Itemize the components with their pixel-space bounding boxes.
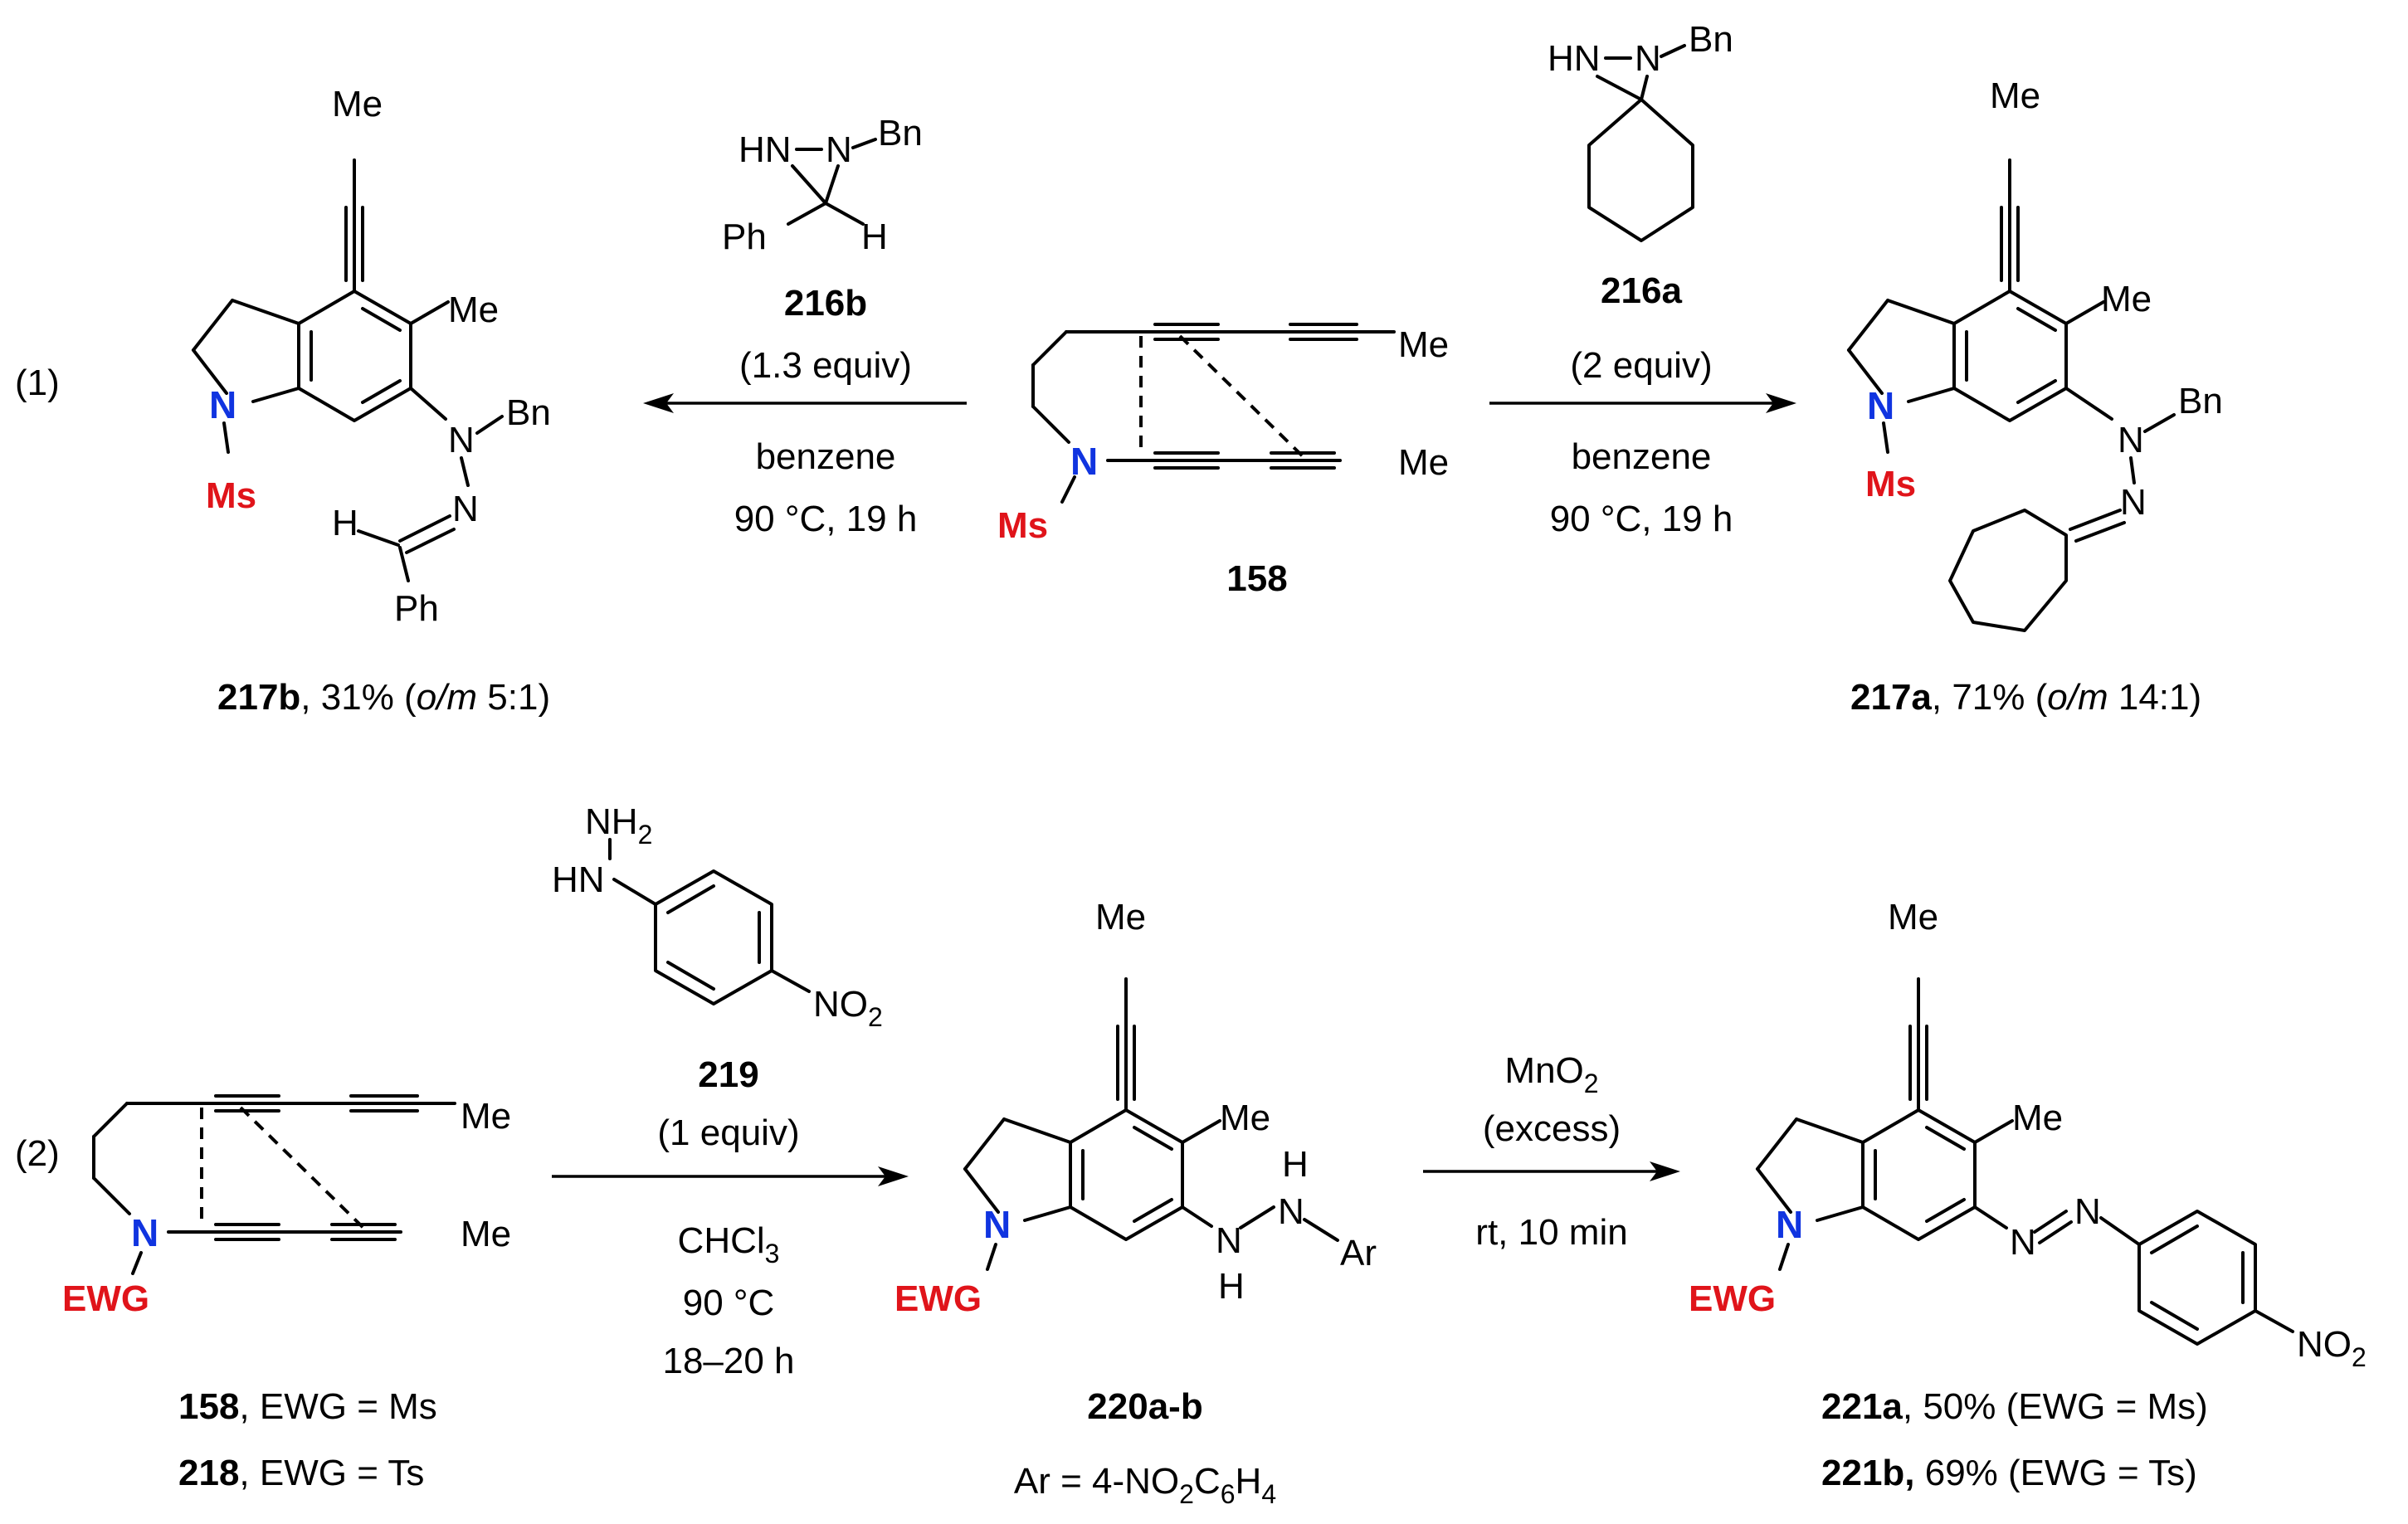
structure-158-218: N Me Me EWG [62,1094,511,1319]
methyl-label: Me [1095,897,1146,937]
ewg-group: EWG [1689,1278,1776,1319]
indoline-nitrogen: N [1867,384,1894,427]
methyl-label: Me [448,290,499,330]
step3-amount: (excess) [1483,1108,1621,1149]
aziridine-nitrogen: N [826,129,852,170]
right-solvent: benzene [1572,436,1712,477]
ewg-group: EWG [894,1278,982,1319]
phenyl-label: Ph [394,588,439,629]
structure-219: NH2 HN NO2 [552,801,883,1032]
equation-2-label: (2) [15,1133,60,1174]
reaction-arrow-right [1489,393,1796,413]
methyl-label: Me [1398,442,1449,483]
indoline-nitrogen: N [983,1203,1011,1246]
benzyl-label: Bn [1689,19,1733,60]
methyl-label: Me [1398,324,1449,365]
reaction-arrow-left [643,393,967,413]
hydrogen-label: H [332,503,358,543]
structure-217a: Me Me N Ms N Bn N [1847,75,2223,632]
hydrazine-nitrogen: N [1216,1220,1242,1261]
nitro-label: NO2 [813,984,883,1032]
product-221a-line: 221a, 50% (EWG = Ms) [1821,1386,2208,1427]
hydrogen-label: H [1218,1266,1245,1307]
methyl-label: Me [1220,1098,1270,1138]
benzyl-label: Bn [878,113,923,153]
reagent-216a-equiv: (2 equiv) [1570,345,1712,386]
reagent-216a-id: 216a [1601,270,1682,311]
structure-220: Me Me N EWG N H N H Ar [894,897,1377,1319]
hydrazone-nitrogen: N [2118,420,2144,460]
right-conditions: 90 °C, 19 h [1550,499,1733,539]
product-221b-line: 221b, 69% (EWG = Ts) [1821,1453,2197,1493]
structure-216b: HN N Bn Ph H [722,113,923,257]
azo-nitrogen: N [2010,1222,2036,1263]
indoline-nitrogen: N [131,1211,158,1254]
hydrazine-nh: HN [552,859,605,900]
step2-temperature: 90 °C [683,1283,775,1323]
left-conditions: 90 °C, 19 h [734,499,918,539]
hydrazine-nitrogen: N [1278,1191,1304,1232]
benzyl-label: Bn [506,392,551,433]
methyl-label: Me [1990,75,2040,116]
hydrazone-nitrogen: N [448,420,475,460]
aziridine-nh: HN [1548,38,1601,79]
indoline-nitrogen: N [209,383,236,426]
hydrogen-label: H [861,217,888,257]
substrate-218-line: 218, EWG = Ts [178,1453,424,1493]
mesyl-group: Ms [206,475,256,516]
methyl-label: Me [332,84,383,124]
indoline-nitrogen: N [1776,1203,1803,1246]
methyl-label: Me [1888,897,1938,937]
aryl-definition: Ar = 4-NO2C6H4 [1014,1461,1276,1509]
methyl-label: Me [461,1214,511,1254]
benzyl-label: Bn [2178,381,2223,421]
compound-220-id: 220a-b [1087,1386,1202,1427]
hydrazone-nitrogen: N [452,489,479,529]
step3-reagent: MnO2 [1504,1050,1598,1098]
reagent-216b-id: 216b [784,283,867,324]
reaction-arrow-step2 [552,1166,909,1186]
compound-217b-label: 217b, 31% (o/m 5:1) [217,677,550,718]
aziridine-nh: HN [738,129,792,170]
compound-217a-label: 217a, 71% (o/m 14:1) [1850,677,2201,718]
reagent-219-equiv: (1 equiv) [657,1113,799,1153]
nitro-label: NO2 [2297,1324,2367,1372]
mesyl-group: Ms [997,505,1048,546]
methyl-label: Me [2101,279,2152,319]
aziridine-nitrogen: N [1635,38,1661,79]
step2-solvent: CHCl3 [678,1220,780,1268]
compound-158-id: 158 [1226,558,1287,599]
reagent-216b-equiv: (1.3 equiv) [739,345,912,386]
substrate-158-line: 158, EWG = Ms [178,1386,437,1427]
equation-1-label: (1) [15,363,60,403]
aryl-label: Ar [1340,1233,1377,1273]
reagent-219-id: 219 [698,1054,758,1095]
structure-158: N Me Me Ms [997,323,1449,546]
structure-217b: Me Me N Ms N Bn N H Ph [192,84,551,629]
hydrogen-label: H [1282,1144,1309,1185]
phenyl-label: Ph [722,217,767,257]
methyl-label: Me [461,1096,511,1137]
step3-conditions: rt, 10 min [1475,1212,1627,1253]
methyl-label: Me [2012,1098,2063,1138]
structure-216a: HN N Bn [1548,19,1733,242]
amine-label: NH2 [585,801,652,850]
left-solvent: benzene [756,436,896,477]
step2-time: 18–20 h [662,1341,794,1381]
mesyl-group: Ms [1865,464,1916,504]
ewg-group: EWG [62,1278,149,1319]
reaction-arrow-step3 [1423,1161,1680,1181]
azo-nitrogen: N [2074,1191,2101,1232]
structure-221: Me Me N EWG N N NO2 [1689,897,2367,1372]
hydrazone-nitrogen: N [2120,482,2147,523]
